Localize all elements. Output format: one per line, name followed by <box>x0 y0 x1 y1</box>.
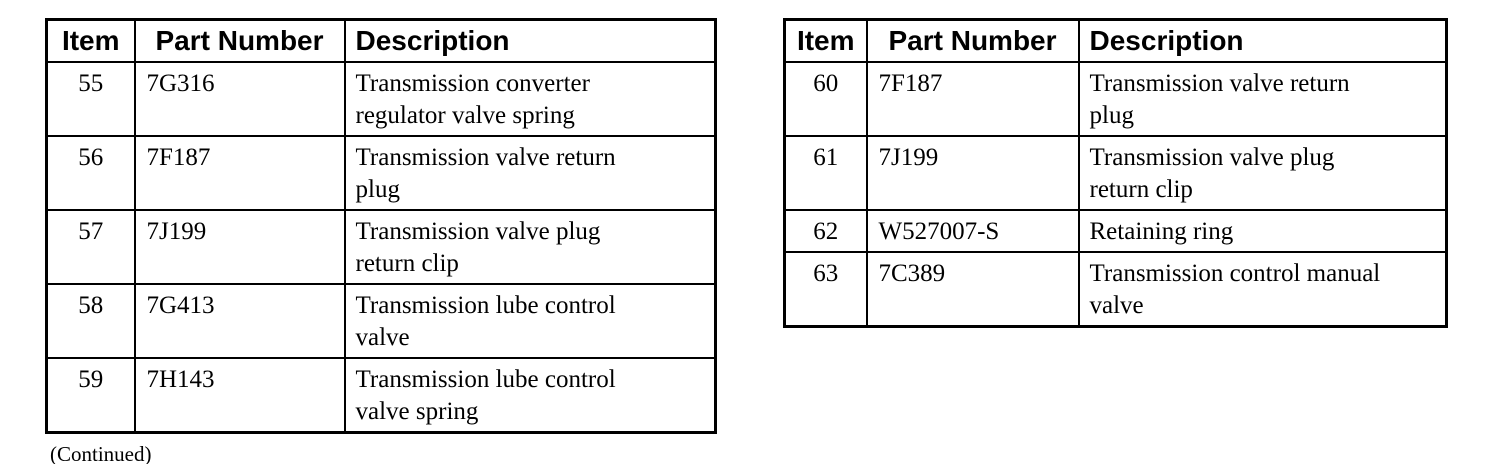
part-number-cell: 7C389 <box>865 251 1080 328</box>
part-number-cell: 7J199 <box>133 209 346 285</box>
item-cell: 58 <box>45 283 136 359</box>
part-number-cell: 7F187 <box>133 135 346 211</box>
col-header-item: Item <box>783 18 868 63</box>
part-number-cell: 7G316 <box>133 61 346 137</box>
description-cell: Transmission valve return plug <box>1077 61 1448 137</box>
item-cell: 63 <box>783 251 868 328</box>
item-cell: 56 <box>45 135 136 211</box>
description-cell: Retaining ring <box>1077 209 1448 253</box>
item-cell: 62 <box>783 209 868 253</box>
col-header-description: Description <box>343 18 717 63</box>
description-cell: Transmission valve return plug <box>343 135 717 211</box>
description-cell: Transmission converter regulator valve s… <box>343 61 717 137</box>
item-cell: 61 <box>783 135 868 211</box>
part-number-cell: 7J199 <box>865 135 1080 211</box>
col-header-item: Item <box>45 18 136 63</box>
item-cell: 59 <box>45 357 136 434</box>
description-cell: Transmission lube control valve <box>343 283 717 359</box>
item-cell: 57 <box>45 209 136 285</box>
col-header-part-number: Part Number <box>133 18 346 63</box>
description-cell: Transmission lube control valve spring <box>343 357 717 434</box>
description-cell: Transmission control manual valve <box>1077 251 1448 328</box>
col-header-part-number: Part Number <box>865 18 1080 63</box>
part-number-cell: W527007-S <box>865 209 1080 253</box>
description-cell: Transmission valve plug return clip <box>1077 135 1448 211</box>
item-cell: 55 <box>45 61 136 137</box>
part-number-cell: 7F187 <box>865 61 1080 137</box>
continued-note: (Continued) <box>50 442 152 464</box>
col-header-description: Description <box>1077 18 1448 63</box>
item-cell: 60 <box>783 61 868 137</box>
part-number-cell: 7H143 <box>133 357 346 434</box>
part-number-cell: 7G413 <box>133 283 346 359</box>
description-cell: Transmission valve plug return clip <box>343 209 717 285</box>
